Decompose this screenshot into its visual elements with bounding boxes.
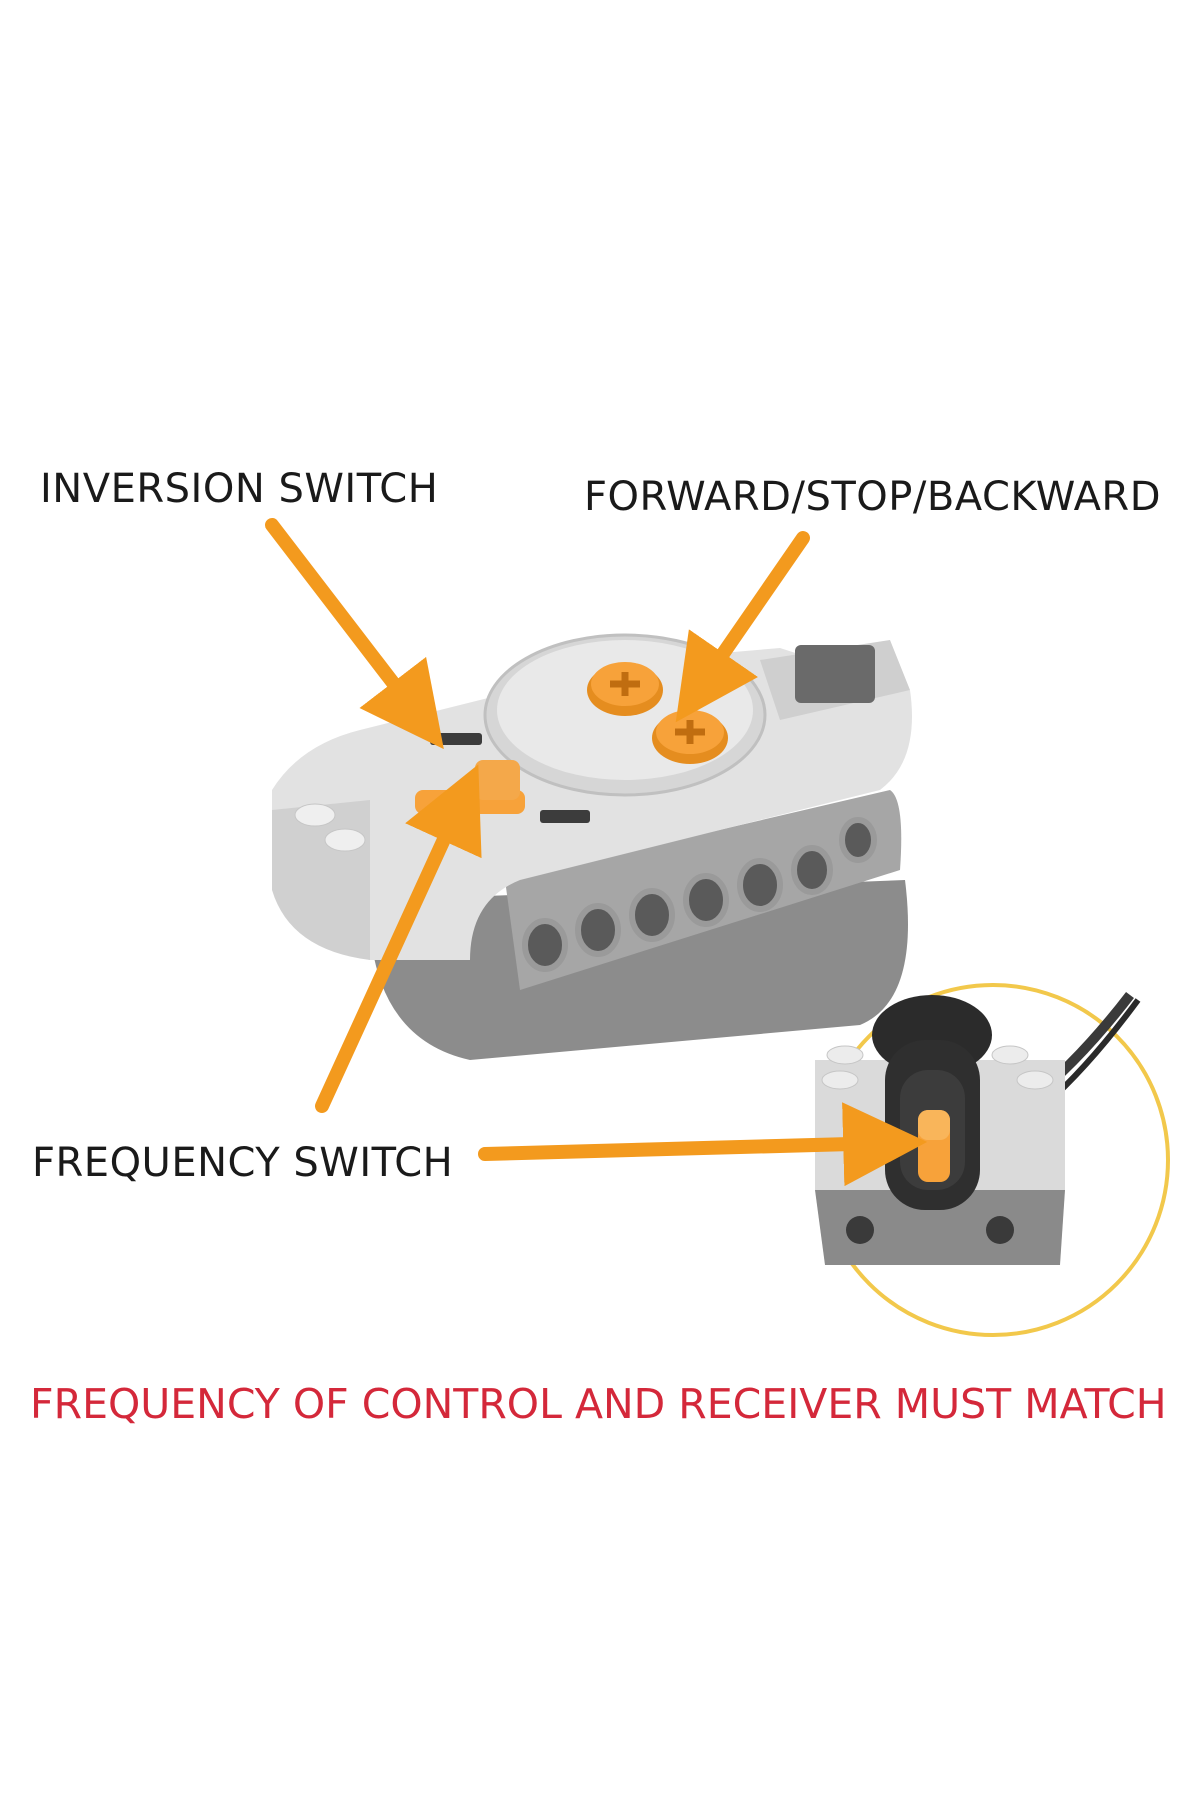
receiver-frequency-switch [918, 1110, 950, 1182]
inversion-switch-label: INVERSION SWITCH [40, 466, 439, 512]
direction-knob-top [587, 662, 663, 716]
frequency-arrow-receiver [478, 1102, 928, 1187]
forward-stop-backward-label: FORWARD/STOP/BACKWARD [584, 474, 1162, 520]
annotation-arrows [265, 518, 928, 1187]
frequency-match-note: FREQUENCY OF CONTROL AND RECEIVER MUST M… [30, 1380, 1167, 1428]
receiver-zoom-circle [815, 983, 1170, 1337]
inversion-arrow [265, 518, 444, 750]
inversion-switch-slot [430, 733, 482, 745]
frequency-switch-label: FREQUENCY SWITCH [32, 1140, 454, 1186]
frequency-arrow-remote [315, 764, 482, 1113]
forward-arrow [675, 531, 810, 723]
